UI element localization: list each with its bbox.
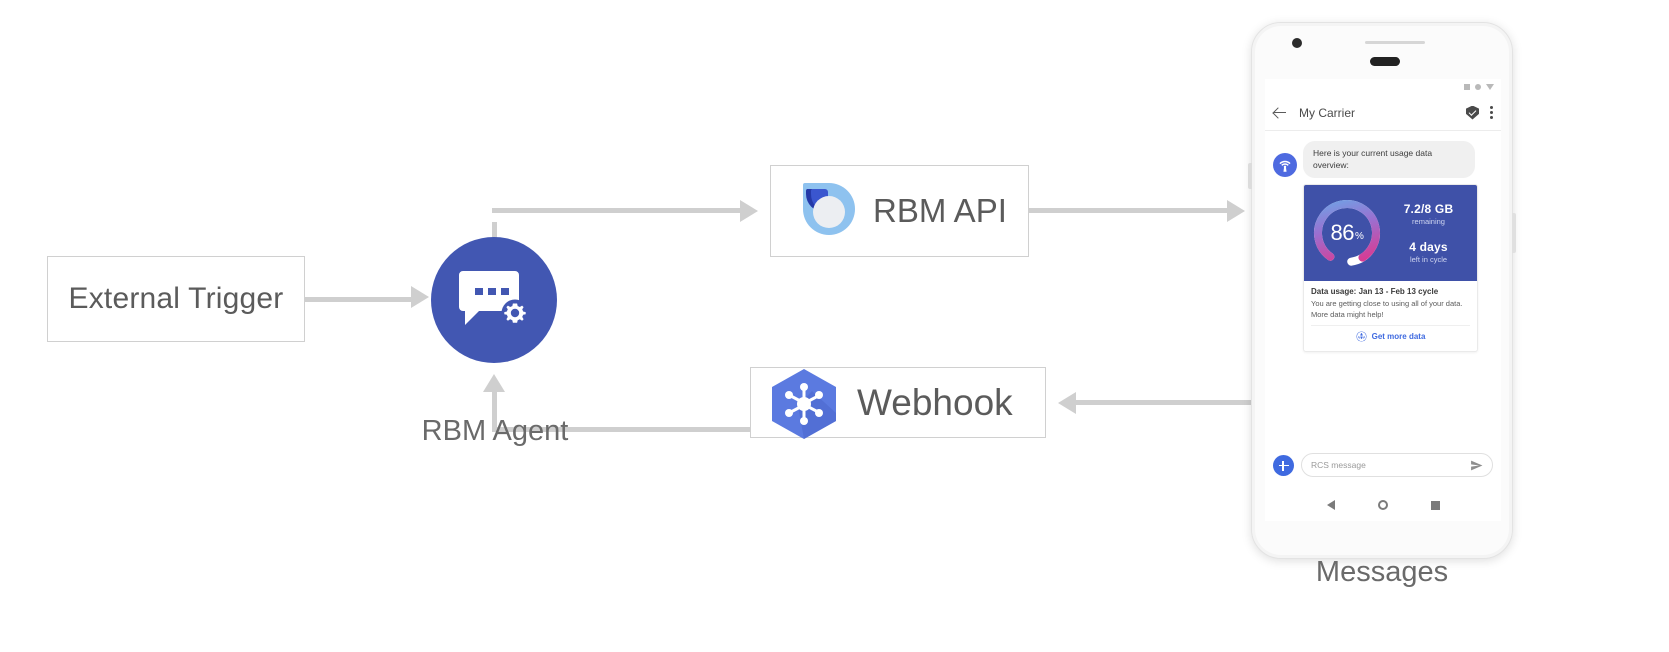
- chat-gear-icon: [459, 271, 529, 327]
- card-title: Data usage: Jan 13 - Feb 13 cycle: [1311, 286, 1439, 296]
- stat-data-remaining-sub: remaining: [1412, 216, 1445, 226]
- battery-triangle-icon: [1486, 84, 1494, 90]
- verified-shield-icon: [1466, 105, 1479, 120]
- stat-data-remaining: 7.2/8 GB: [1403, 201, 1454, 216]
- stat-days-left: 4 days: [1409, 239, 1448, 254]
- rbm-api-logo-icon: [801, 183, 855, 235]
- rbm-agent-node[interactable]: [431, 237, 557, 363]
- arrowhead-trigger-to-agent: [411, 286, 429, 308]
- arrowhead-webhook-to-agent: [483, 374, 505, 392]
- arrowhead-device-to-webhook: [1058, 392, 1076, 414]
- card-stats: 7.2/8 GB remaining 4 days left in cycle: [1384, 202, 1471, 264]
- connector-agent-bottom-up: [492, 392, 497, 430]
- plus-icon[interactable]: [1273, 454, 1294, 476]
- wifi-dot-icon: [1475, 84, 1481, 90]
- webhook-hexagon-icon: [772, 368, 836, 439]
- external-trigger-box[interactable]: External Trigger: [47, 256, 305, 342]
- card-hero: 86% 7.2/8 GB remaining 4 days left in cy…: [1304, 184, 1477, 281]
- webhook-box[interactable]: Webhook: [750, 367, 1046, 439]
- card-description: You are getting close to using all of yo…: [1311, 298, 1463, 319]
- rcs-message-placeholder: RCS message: [1311, 460, 1366, 470]
- webhook-label: Webhook: [857, 381, 1013, 423]
- bot-message-bubble: Here is your current usage data overview…: [1303, 141, 1475, 178]
- connector-agent-to-rbm-api: [492, 208, 740, 213]
- globe-icon: [1356, 331, 1367, 342]
- card-body: Data usage: Jan 13 - Feb 13 cycle You ar…: [1304, 281, 1477, 352]
- rbm-api-label: RBM API: [873, 192, 1007, 229]
- connector-trigger-to-agent: [305, 297, 411, 302]
- arrowhead-rbm-api-to-device: [1227, 200, 1245, 222]
- app-bar: My Carrier: [1265, 95, 1501, 131]
- connector-webhook-to-agent: [492, 427, 750, 432]
- arrowhead-agent-to-rbm-api: [740, 200, 758, 222]
- rbm-agent-label: RBM Agent: [421, 415, 569, 447]
- phone-side-button[interactable]: [1248, 163, 1252, 189]
- send-icon[interactable]: [1470, 459, 1483, 472]
- message-row: Here is your current usage data overview…: [1273, 141, 1493, 178]
- nav-home-icon[interactable]: [1377, 500, 1388, 510]
- gauge-percent: 86%: [1310, 196, 1384, 270]
- nav-recents-icon[interactable]: [1430, 500, 1440, 510]
- get-more-data-button[interactable]: Get more data: [1311, 325, 1470, 347]
- connector-rbm-api-to-device: [1029, 208, 1227, 213]
- gauge-percent-symbol: %: [1355, 231, 1364, 243]
- phone-earpiece: [1370, 57, 1400, 66]
- connector-device-to-webhook: [1076, 400, 1256, 405]
- phone-mockup: My Carrier H: [1248, 22, 1516, 559]
- back-arrow-icon[interactable]: [1273, 106, 1287, 120]
- phone-screen: My Carrier H: [1265, 79, 1501, 521]
- conversation-title: My Carrier: [1299, 105, 1355, 120]
- messages-label: Messages: [1315, 556, 1449, 588]
- gauge-percent-value: 86: [1330, 219, 1355, 245]
- rcs-message-input[interactable]: RCS message: [1301, 453, 1493, 477]
- phone-volume-button[interactable]: [1512, 213, 1516, 253]
- conversation-area: Here is your current usage data overview…: [1265, 131, 1501, 496]
- avatar: [1273, 153, 1297, 177]
- phone-camera-icon: [1292, 38, 1302, 48]
- kebab-menu-icon[interactable]: [1489, 106, 1493, 119]
- get-more-data-label: Get more data: [1371, 332, 1426, 342]
- rbm-api-box[interactable]: RBM API: [770, 165, 1029, 257]
- android-nav-bar: [1265, 489, 1501, 521]
- signal-square-icon: [1464, 84, 1470, 90]
- status-bar: [1265, 79, 1501, 95]
- phone-sensor-strip: [1365, 41, 1425, 44]
- usage-gauge: 86%: [1310, 196, 1384, 270]
- message-composer: RCS message: [1265, 445, 1501, 485]
- nav-back-icon[interactable]: [1326, 500, 1335, 510]
- rich-card[interactable]: 86% 7.2/8 GB remaining 4 days left in cy…: [1303, 183, 1478, 353]
- stat-days-left-sub: left in cycle: [1409, 254, 1448, 264]
- external-trigger-label: External Trigger: [68, 282, 284, 315]
- broadcast-wifi-icon: [1279, 160, 1291, 172]
